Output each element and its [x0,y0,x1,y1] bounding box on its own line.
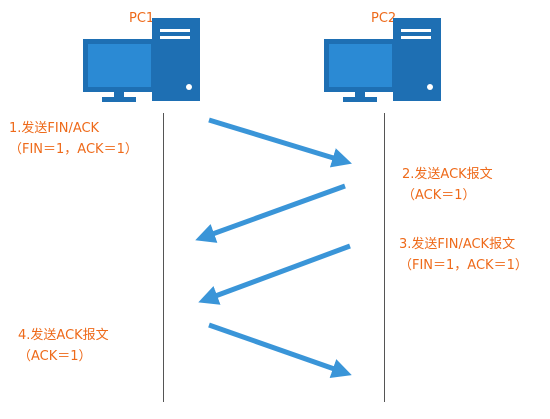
pc1-timeline [163,113,164,402]
step2-title: 2.发送ACK报文 [402,167,493,182]
pc1-computer-icon [83,18,200,102]
step4-note: 4.发送ACK报文 （ACK＝1） [18,325,109,367]
pc1-label: PC1 [129,11,155,26]
step4-flags: （ACK＝1） [18,349,92,364]
step4-title: 4.发送ACK报文 [18,328,109,343]
step2-flags: （ACK＝1） [402,188,476,203]
step3-flags: （FIN＝1，ACK＝1） [399,258,528,273]
step1-flags: （FIN＝1，ACK＝1） [9,142,138,157]
step3-arrow [198,243,351,305]
pc2-timeline [384,113,385,402]
pc2-label: PC2 [371,11,397,26]
step3-note: 3.发送FIN/ACK报文 （FIN＝1，ACK＝1） [399,234,528,276]
step4-arrow [208,322,352,378]
step1-title: 1.发送FIN/ACK [9,121,100,136]
step3-title: 3.发送FIN/ACK报文 [399,237,516,252]
step2-arrow [195,183,346,243]
step1-arrow [208,117,352,168]
step1-note: 1.发送FIN/ACK （FIN＝1，ACK＝1） [9,118,138,160]
pc2-computer-icon [324,18,441,102]
step2-note: 2.发送ACK报文 （ACK＝1） [402,164,493,206]
